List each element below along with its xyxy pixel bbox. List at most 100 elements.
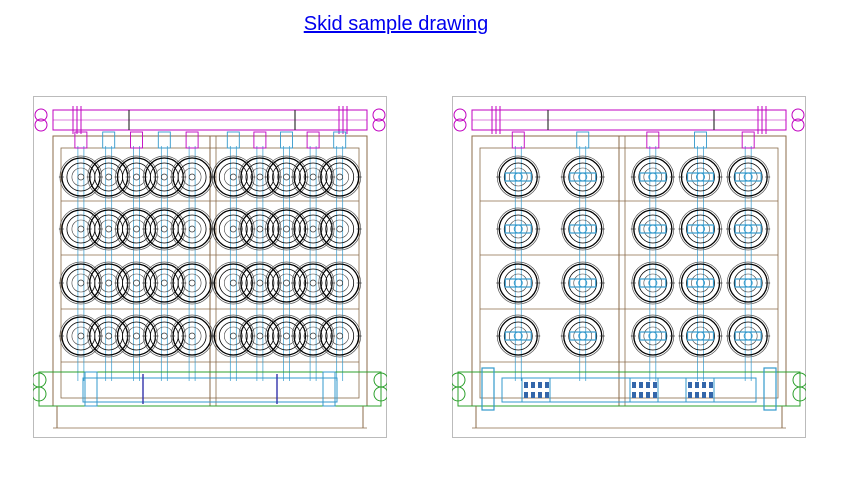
vessel-port-center [743, 172, 753, 182]
valve-bolt [709, 382, 713, 388]
vessel-port-center [743, 331, 753, 341]
top-nozzle [741, 131, 755, 149]
vessel-inner [245, 321, 275, 351]
vessel-flange [631, 261, 675, 305]
bottom-pipe [38, 371, 382, 407]
vessel-inner [325, 321, 355, 351]
vessel-inner [272, 321, 301, 351]
vessel-port-center [648, 224, 658, 234]
vessel-center [105, 173, 113, 181]
vessel-inner [298, 214, 328, 244]
vessel-center [133, 225, 140, 233]
vessel-port-center [513, 224, 523, 234]
vessel-flange [726, 261, 770, 305]
vessel-core [573, 167, 593, 187]
vessel-center [336, 225, 344, 233]
vessel-core [508, 219, 528, 239]
vessel-center [309, 332, 317, 340]
vessel-core [738, 273, 758, 293]
vessel-port-center [696, 224, 705, 234]
vessel-port-center [696, 278, 705, 288]
bottom-pipe-end [792, 386, 806, 402]
vessel-center [229, 332, 237, 340]
vessel-inner [686, 162, 715, 192]
vessel-inner [298, 268, 328, 298]
skid-drawing-right-svg [452, 96, 806, 438]
bottom-header [501, 377, 757, 403]
vessel [116, 263, 157, 303]
valve-body [629, 377, 659, 403]
drawing-border [452, 96, 806, 438]
vessel-flange [142, 207, 186, 251]
top-nozzle [185, 131, 199, 149]
vessel-core [573, 273, 593, 293]
vessel-inner [686, 321, 715, 351]
vessel-center [336, 173, 344, 181]
vessel-center [336, 332, 344, 340]
vessel-flange [679, 207, 722, 251]
vessel-core [691, 326, 710, 346]
vessel-inner [568, 162, 598, 192]
vessel-flange [561, 207, 605, 251]
vessel-inner [218, 162, 248, 192]
vessel-center [256, 173, 264, 181]
vessel-core [182, 326, 202, 346]
vessel-center [188, 173, 196, 181]
vessel-inner [218, 214, 248, 244]
vessel-port-center [743, 224, 753, 234]
skid-drawing-right [452, 96, 806, 438]
vessel-inner [686, 268, 715, 298]
vessel-core [182, 219, 202, 239]
vessel-inner [177, 268, 207, 298]
vessel-flange [726, 207, 770, 251]
vessel-flange [496, 261, 540, 305]
vessel-inner [325, 214, 355, 244]
vessel-port-center [578, 278, 588, 288]
vessel-inner [245, 268, 275, 298]
vessel-flange [115, 261, 158, 305]
top-nozzle [576, 131, 590, 149]
vessel-inner [503, 321, 533, 351]
vessel-center [256, 279, 264, 287]
vessel-core [573, 219, 593, 239]
valve-bolt [524, 392, 528, 398]
top-nozzle [511, 131, 525, 149]
vessel-flange [679, 261, 722, 305]
vessel-core [643, 326, 663, 346]
vessel-flange [561, 155, 605, 199]
vessel-inner [218, 321, 248, 351]
drawing-border [33, 96, 387, 438]
vessel-flange [496, 207, 540, 251]
valve-bolt [688, 392, 692, 398]
vessel-flange [142, 261, 186, 305]
vessel-flange [170, 314, 214, 358]
vessel [116, 209, 157, 249]
vessel-inner [325, 268, 355, 298]
vessel-core [691, 167, 710, 187]
valve-bolt [545, 382, 549, 388]
valve-bolt [646, 382, 650, 388]
valve-bolt [531, 382, 535, 388]
vessel-core [691, 219, 710, 239]
vessel-flange [170, 207, 214, 251]
vessel-flange [115, 155, 158, 199]
vessel-center [133, 279, 140, 287]
vessel-center [229, 279, 237, 287]
vessel-inner [272, 268, 301, 298]
vessel-flange [496, 314, 540, 358]
vessel-flange [87, 314, 131, 358]
vessel-port-center [513, 278, 523, 288]
valve-bolt [538, 392, 542, 398]
vessel-inner [298, 321, 328, 351]
header-end-cap [453, 108, 467, 122]
valve-bolt [702, 382, 706, 388]
vessel-flange [87, 261, 131, 305]
vessel-center [283, 225, 290, 233]
vessel-center [283, 173, 290, 181]
vessel-inner [272, 214, 301, 244]
vessel-core [738, 219, 758, 239]
vessel-core [508, 167, 528, 187]
vessel-core [182, 273, 202, 293]
skid-sample-drawing-link[interactable]: Skid sample drawing [303, 13, 489, 35]
vessel-inner [177, 321, 207, 351]
